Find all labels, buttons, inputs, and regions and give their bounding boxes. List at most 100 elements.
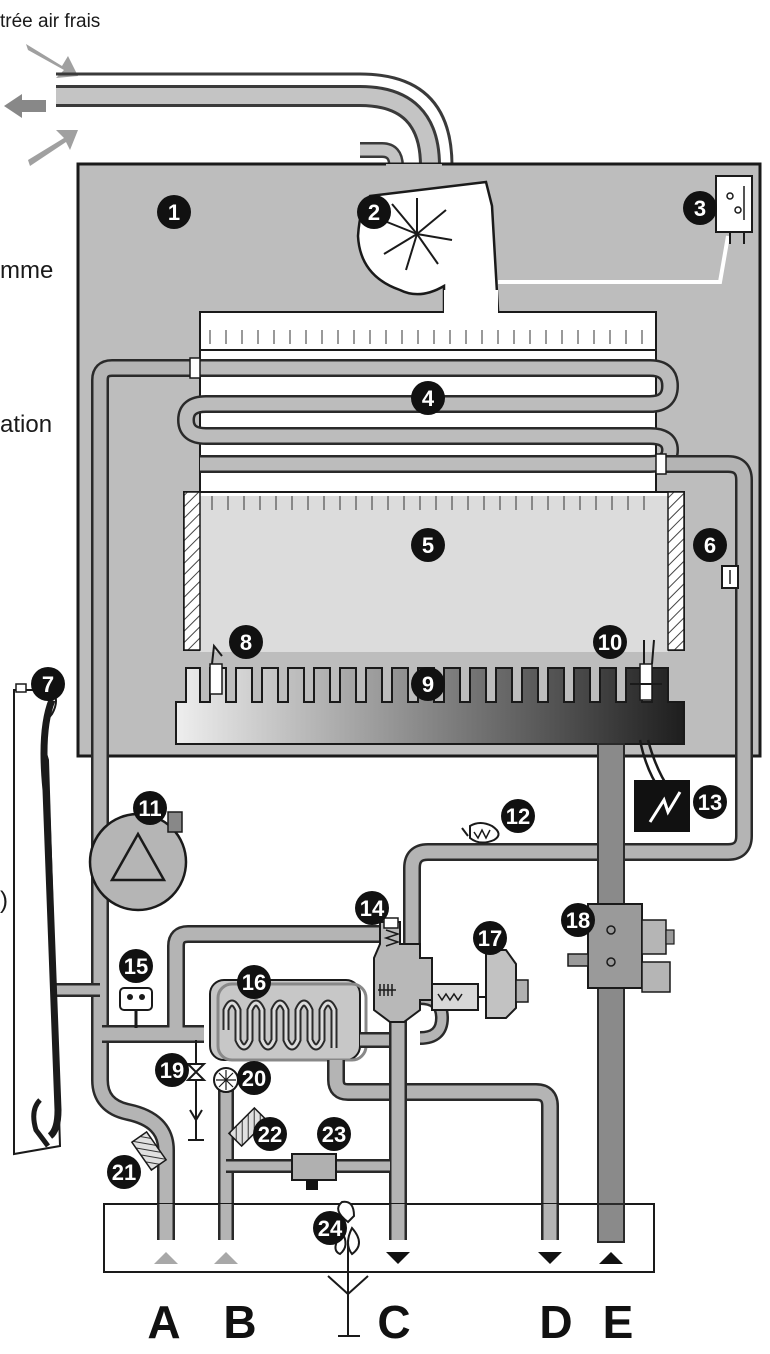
- filter-heating: [130, 1130, 168, 1172]
- svg-text:5: 5: [422, 533, 434, 558]
- svg-text:10: 10: [598, 630, 622, 655]
- gas-pipe: [597, 743, 625, 1245]
- air-in-arrow-top: [26, 44, 78, 78]
- svg-text:2: 2: [368, 200, 380, 225]
- svg-text:12: 12: [506, 804, 530, 829]
- pressure-switch-tube: [498, 235, 730, 284]
- connection-label-b: B: [223, 1296, 256, 1348]
- arrow-in-b: [214, 1252, 238, 1264]
- svg-text:18: 18: [566, 908, 590, 933]
- fan-outlet: [444, 290, 498, 316]
- side-label-1: mme: [0, 257, 53, 284]
- heating-flow-pipe: [403, 453, 753, 960]
- callout-4: 4: [411, 381, 445, 415]
- three-way-valve: [373, 917, 433, 1023]
- air-arrows: [4, 44, 78, 166]
- bypass-pipe: [102, 925, 380, 1043]
- diverter-actuator: [431, 949, 529, 1019]
- callout-2: 2: [357, 195, 391, 229]
- callout-9: 9: [411, 667, 445, 701]
- fresh-air-label: trée air frais: [0, 11, 100, 32]
- callout-6: 6: [693, 528, 727, 562]
- ionisation-electrode: [630, 639, 662, 701]
- svg-text:3: 3: [694, 196, 706, 221]
- callout-17: 17: [473, 921, 507, 955]
- svg-text:14: 14: [360, 896, 385, 921]
- callout-21: 21: [107, 1155, 141, 1189]
- combustion-chamber: [183, 491, 685, 652]
- filling-valve: [291, 1153, 337, 1190]
- svg-text:22: 22: [258, 1122, 282, 1147]
- callout-18: 18: [561, 903, 595, 937]
- side-label-3: ): [0, 887, 8, 914]
- callout-1: 1: [157, 195, 191, 229]
- flow-sensor: [213, 1067, 239, 1093]
- svg-text:17: 17: [478, 926, 502, 951]
- connection-plate: [103, 1203, 655, 1273]
- drain-tap: [327, 1200, 369, 1337]
- callout-23: 23: [317, 1117, 351, 1151]
- svg-text:20: 20: [242, 1066, 266, 1091]
- arrow-out-c: [386, 1252, 410, 1264]
- svg-text:13: 13: [698, 790, 722, 815]
- flow-arrows: [154, 1252, 623, 1264]
- connection-label-e: E: [603, 1296, 634, 1348]
- arrow-in-e: [599, 1252, 623, 1264]
- exhaust-arrow: [4, 94, 46, 118]
- arrow-out-d: [538, 1252, 562, 1264]
- svg-text:9: 9: [422, 672, 434, 697]
- svg-text:24: 24: [318, 1216, 343, 1241]
- fan-assembly: [356, 180, 500, 312]
- callout-13: 13: [693, 785, 727, 819]
- connection-label-d: D: [539, 1296, 572, 1348]
- overheat-thermostat: [721, 565, 739, 589]
- connection-label-c: C: [377, 1296, 410, 1348]
- svg-text:7: 7: [42, 672, 54, 697]
- svg-text:1: 1: [168, 200, 180, 225]
- svg-text:6: 6: [704, 533, 716, 558]
- callout-12: 12: [501, 799, 535, 833]
- svg-text:21: 21: [112, 1160, 136, 1185]
- heating-return-pipe: [91, 357, 201, 1245]
- callout-5: 5: [411, 528, 445, 562]
- temperature-sensor: [461, 822, 500, 844]
- flue-hole: [386, 164, 442, 178]
- svg-text:16: 16: [242, 970, 266, 995]
- callout-24: 24: [313, 1211, 347, 1245]
- spark-generator: [634, 780, 690, 832]
- plate-heat-exchanger: [209, 979, 368, 1062]
- callout-14: 14: [355, 891, 389, 925]
- callout-8: 8: [229, 625, 263, 659]
- svg-text:8: 8: [240, 630, 252, 655]
- svg-text:19: 19: [160, 1058, 184, 1083]
- burner: [175, 667, 685, 745]
- callout-7: 7: [31, 667, 65, 701]
- svg-text:11: 11: [138, 796, 161, 821]
- gas-valve: [567, 903, 675, 993]
- callout-16: 16: [237, 965, 271, 999]
- air-pressure-switch: [715, 175, 753, 244]
- exchanger-hood: [199, 311, 657, 351]
- svg-text:15: 15: [124, 954, 148, 979]
- svg-text:23: 23: [322, 1122, 346, 1147]
- pressure-gauge: [119, 987, 153, 1028]
- ignition-electrode: [209, 643, 223, 695]
- arrow-in-a: [154, 1252, 178, 1264]
- connection-label-a: A: [147, 1296, 180, 1348]
- air-in-arrow-bottom: [28, 130, 78, 166]
- side-label-2: ation: [0, 411, 52, 438]
- expansion-vessel: [13, 683, 62, 1156]
- callout-15: 15: [119, 949, 153, 983]
- exchanger-fins-top: [209, 330, 643, 344]
- callout-3: 3: [683, 191, 717, 225]
- circulation-pump: [88, 811, 188, 912]
- svg-text:4: 4: [422, 386, 435, 411]
- callout-11: 11: [133, 791, 167, 825]
- outlet-pipes: [157, 1203, 625, 1243]
- callout-10: 10: [593, 625, 627, 659]
- callout-19: 19: [155, 1053, 189, 1087]
- callout-20: 20: [237, 1061, 271, 1095]
- safety-valve: [185, 1040, 207, 1141]
